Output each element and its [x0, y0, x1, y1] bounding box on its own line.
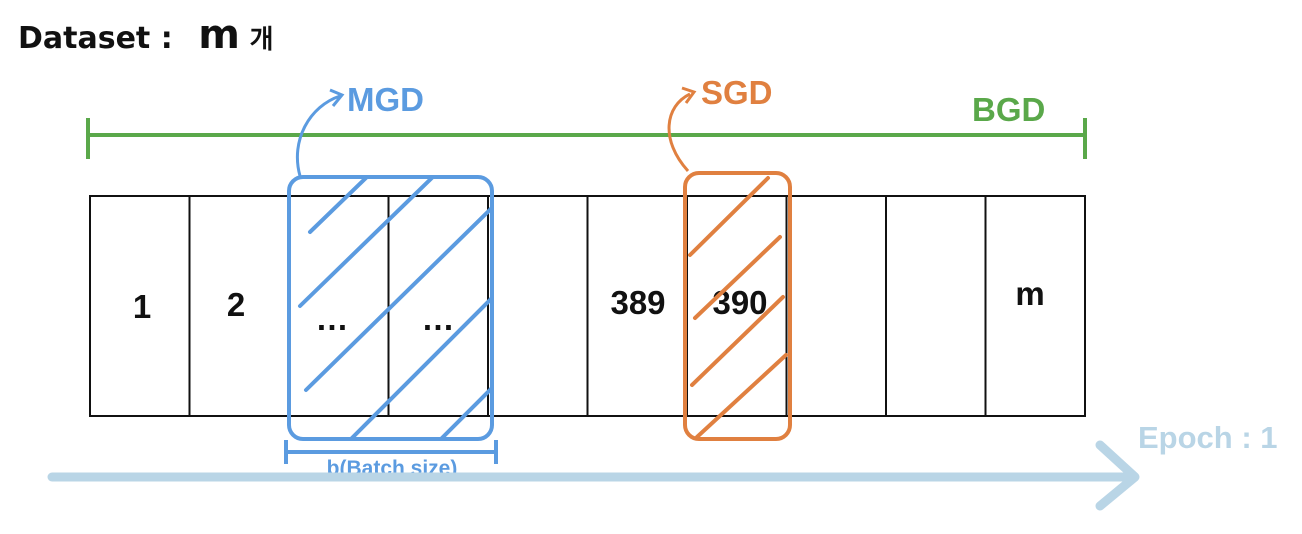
cell-m-box [984, 195, 1086, 417]
bgd-range: BGD [86, 91, 1087, 159]
cell-blank-1-box [487, 195, 589, 417]
cell-m-label: m [1015, 275, 1044, 312]
sgd-curve-arrow [667, 92, 691, 173]
mgd-arrow-head [329, 88, 345, 107]
cell-ellipsis-1-label: … [316, 300, 349, 337]
sgd-arrow-head [681, 86, 697, 104]
sgd-box [683, 171, 792, 441]
cell-ellipsis-2-label: … [422, 300, 455, 337]
cell-389-label: 389 [610, 284, 665, 321]
mgd-box [287, 175, 494, 441]
dataset-label: Dataset : [18, 21, 173, 56]
epoch-arrow-group: Epoch : 1 [47, 420, 1278, 511]
sgd-hatching [688, 176, 788, 439]
mgd-group: MGD [287, 81, 494, 441]
sgd-group: SGD [667, 74, 792, 441]
mgd-label: MGD [347, 81, 424, 118]
cell-blank-2-box [785, 195, 887, 417]
cell-blank-3-box [885, 195, 987, 417]
cell-1-label: 1 [133, 288, 151, 325]
mgd-hatching [298, 177, 492, 439]
dataset-unit: 개 [249, 25, 274, 55]
epoch-arrow-head [1095, 440, 1140, 511]
dataset-title: Dataset : m 개 [18, 12, 273, 58]
cell-390-label: 390 [712, 284, 767, 321]
cell-2-label: 2 [227, 286, 245, 323]
dataset-count: m [198, 12, 240, 58]
bgd-label: BGD [972, 91, 1045, 128]
mgd-curve-arrow [295, 94, 341, 177]
dataset-cells: 1 2 … … 389 390 m [89, 195, 1086, 417]
epoch-label: Epoch : 1 [1138, 420, 1278, 455]
sgd-label: SGD [701, 74, 773, 111]
